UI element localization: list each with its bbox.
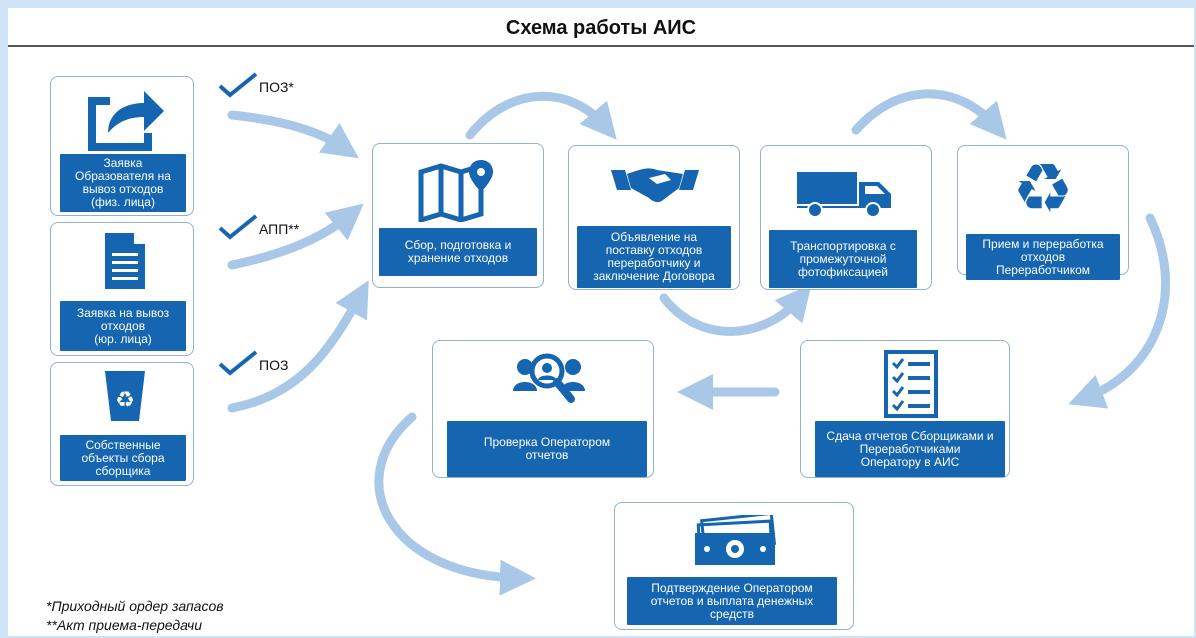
recycle-icon: ♻: [1013, 156, 1074, 222]
input-label-legal: Заявка на вывоз отходов (юр. лица): [60, 301, 186, 351]
arrow-step3-step4: [851, 89, 1007, 140]
document-icon: [105, 233, 145, 289]
footnote-app: **Акт приема-передачи: [46, 617, 203, 633]
arrow-input-2: [227, 203, 364, 270]
svg-text:♻: ♻: [1013, 156, 1074, 222]
step-label-transport: Транспортировка с промежуточной фотофикс…: [769, 230, 917, 288]
step-label-collection: Сбор, подготовка и хранение отходов: [379, 228, 537, 276]
arrow-step6-step7: [374, 412, 536, 596]
connector-label-app: АПП**: [259, 221, 300, 237]
connector-label-poz: ПОЗ: [259, 357, 289, 373]
step-box-reports-check: Проверка Оператором отчетов: [432, 340, 654, 478]
step-label-reports-check: Проверка Оператором отчетов: [447, 421, 647, 477]
checklist-icon: [884, 350, 938, 418]
handshake-icon: [611, 168, 699, 203]
input-box-own-objects: ♻ Собственные объекты сбора сборщика: [50, 362, 194, 486]
arrow-input-3: [227, 280, 369, 413]
step-box-collection: Сбор, подготовка и хранение отходов: [372, 143, 544, 288]
step-box-payment: Подтверждение Оператором отчетов и выпла…: [614, 502, 854, 630]
check-icon: [218, 72, 258, 98]
money-icon: [695, 515, 777, 565]
step-box-transport: Транспортировка с промежуточной фотофикс…: [760, 145, 932, 290]
step-label-contract: Объявление на поставку отходов переработ…: [577, 226, 731, 288]
step-label-processing: Прием и переработка отходов Переработчик…: [966, 234, 1120, 280]
truck-icon: [797, 172, 891, 218]
diagram-title: Схема работы АИС: [505, 17, 697, 39]
input-label-individuals: Заявка Образователя на вывоз отходов (фи…: [60, 154, 186, 212]
arrow-input-1: [227, 110, 359, 159]
input-box-legal: Заявка на вывоз отходов (юр. лица): [50, 222, 194, 356]
input-label-own-objects: Собственные объекты сбора сборщика: [60, 435, 186, 481]
step-label-reports-submit: Сдача отчетов Сборщиками и Переработчика…: [815, 421, 1005, 477]
title-divider: [8, 45, 1194, 47]
step-box-contract: Объявление на поставку отходов переработ…: [568, 145, 740, 290]
footnote-poz: *Приходный ордер запасов: [46, 598, 224, 614]
map-pin-icon: [418, 160, 493, 222]
connector-label-poz-star: ПОЗ*: [259, 79, 294, 95]
step-label-payment: Подтверждение Оператором отчетов и выпла…: [627, 577, 837, 625]
arrow-step4-step5: [1068, 213, 1171, 409]
share-arrow-icon: [88, 91, 164, 151]
arrow-step1-step2: [465, 91, 617, 140]
svg-text:♻: ♻: [115, 388, 135, 413]
step-box-reports-submit: Сдача отчетов Сборщиками и Переработчика…: [800, 340, 1010, 478]
check-icon: [218, 350, 258, 376]
recycle-bin-icon: ♻: [105, 371, 145, 421]
check-icon: [218, 214, 258, 240]
arrow-step2-step3: [659, 284, 812, 336]
step-box-processing: ♻ Прием и переработка отходов Переработч…: [957, 145, 1129, 280]
input-box-individuals: Заявка Образователя на вывоз отходов (фи…: [50, 76, 194, 216]
team-search-icon: [513, 353, 585, 403]
